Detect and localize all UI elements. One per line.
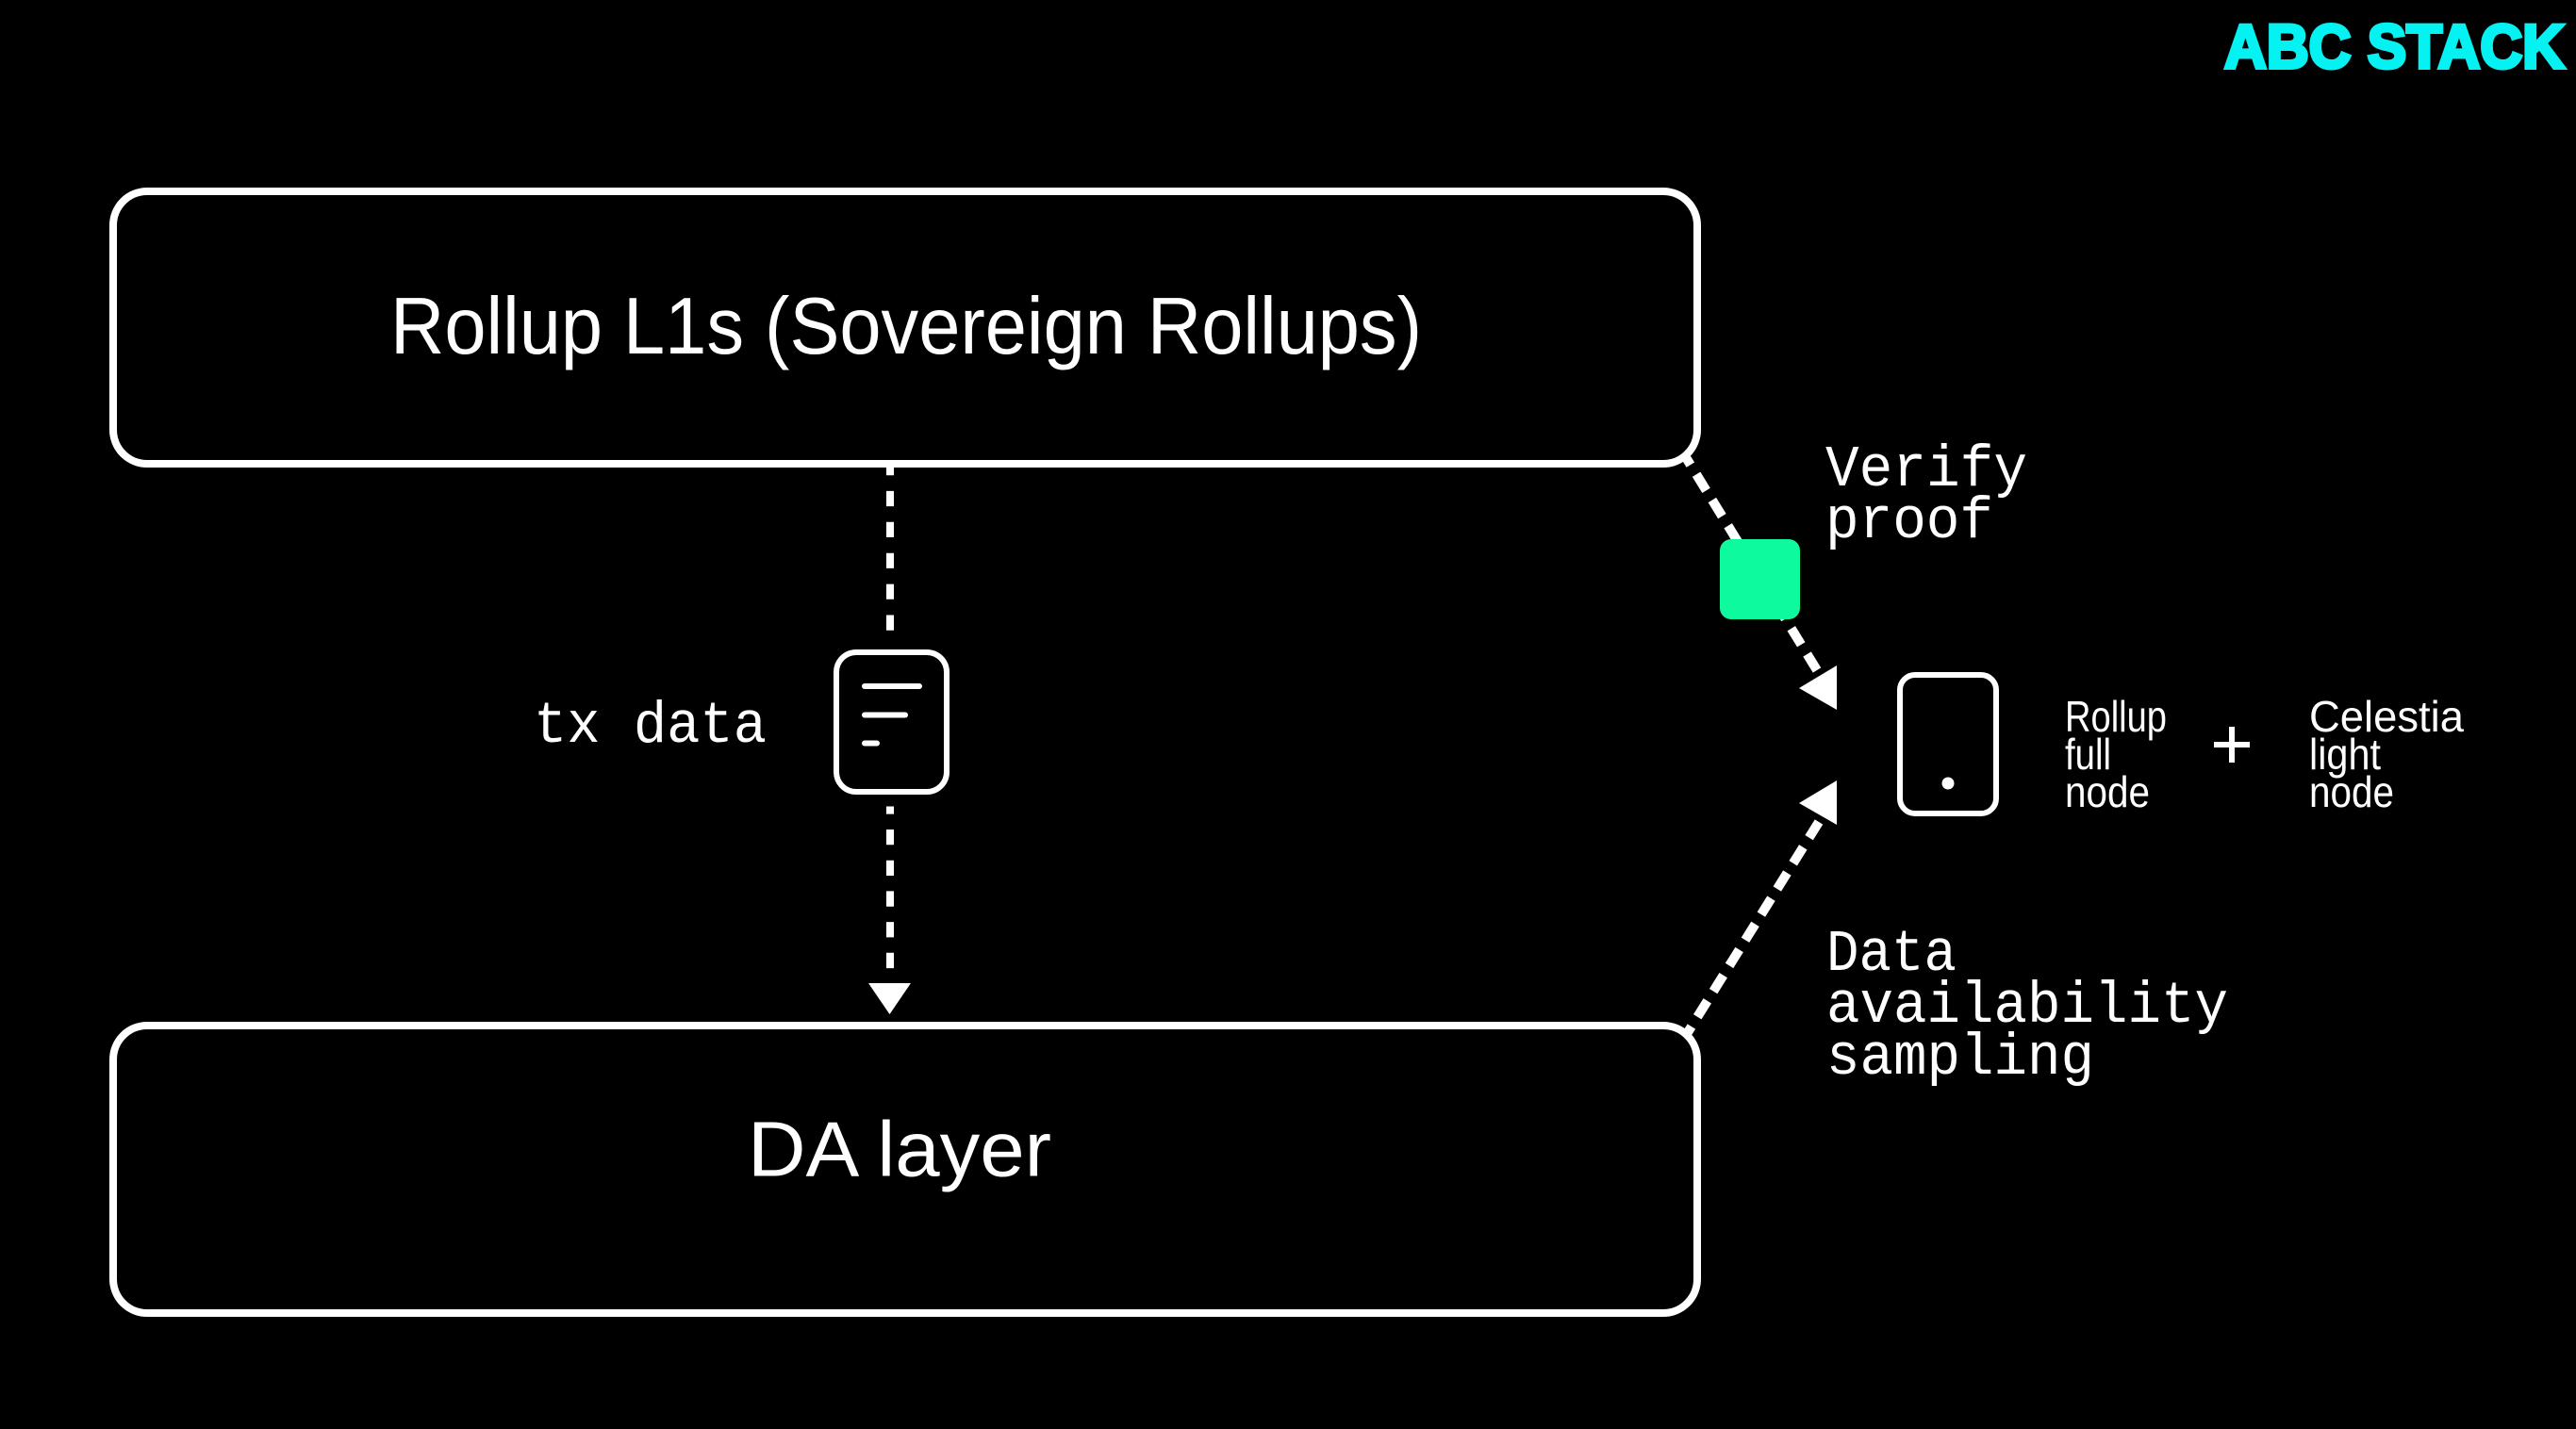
svg-text:sampling: sampling (1826, 1025, 2094, 1092)
svg-text:proof: proof (1825, 488, 1993, 555)
svg-text:DA layer: DA layer (748, 1106, 1051, 1193)
svg-text:Rollup: Rollup (2065, 692, 2167, 741)
svg-text:ABC STACK: ABC STACK (2224, 11, 2565, 81)
svg-text:availability: availability (1826, 973, 2228, 1040)
svg-text:Celestia: Celestia (2309, 692, 2464, 741)
svg-text:tx data: tx data (534, 693, 767, 760)
svg-text:node: node (2065, 767, 2150, 816)
svg-text:full: full (2065, 730, 2111, 779)
svg-text:node: node (2309, 767, 2394, 816)
svg-text:light: light (2309, 730, 2381, 779)
svg-text:Verify: Verify (1825, 436, 2027, 503)
svg-text:Data: Data (1826, 921, 1957, 988)
svg-text:Rollup L1s (Sovereign Rollups): Rollup L1s (Sovereign Rollups) (390, 282, 1422, 371)
